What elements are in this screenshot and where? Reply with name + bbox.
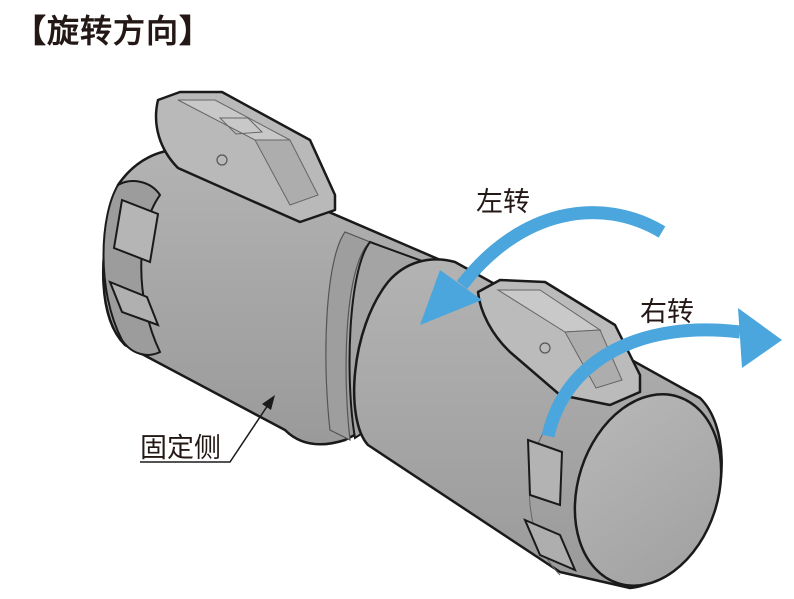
right-turn-arrow [541, 308, 782, 438]
left-turn-arrow [420, 206, 666, 325]
right-turn-label: 右转 [640, 297, 694, 328]
diagram-title: 【旋转方向】 [14, 12, 213, 50]
left-turn-label: 左转 [476, 187, 530, 218]
fixed-side-label: 固定侧 [140, 433, 221, 464]
rotating-side-body [353, 258, 723, 590]
fixed-side-leader [140, 395, 275, 463]
